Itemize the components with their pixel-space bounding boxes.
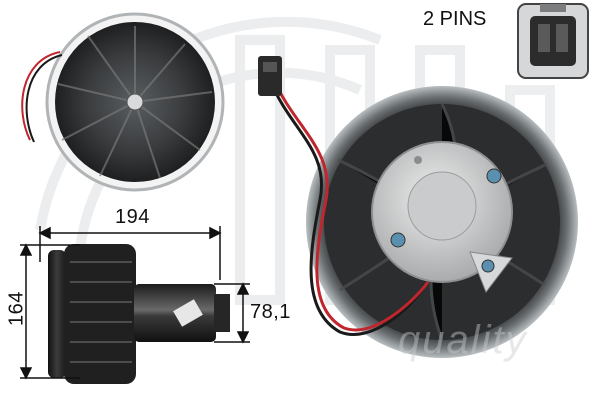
dimension-lines: [19, 226, 250, 380]
height-dimension-label: 164: [5, 291, 28, 326]
connector-icon: [517, 3, 589, 79]
width-dimension-label: 194: [115, 206, 150, 228]
fan-front-view: [21, 12, 225, 192]
watermark-text: quality: [398, 318, 528, 362]
motor-diameter-label: 78,1: [250, 301, 291, 323]
fan-back-view: [258, 56, 578, 358]
fan-side-view: [48, 244, 230, 384]
connector-pin-label: 2 PINS: [423, 8, 487, 30]
